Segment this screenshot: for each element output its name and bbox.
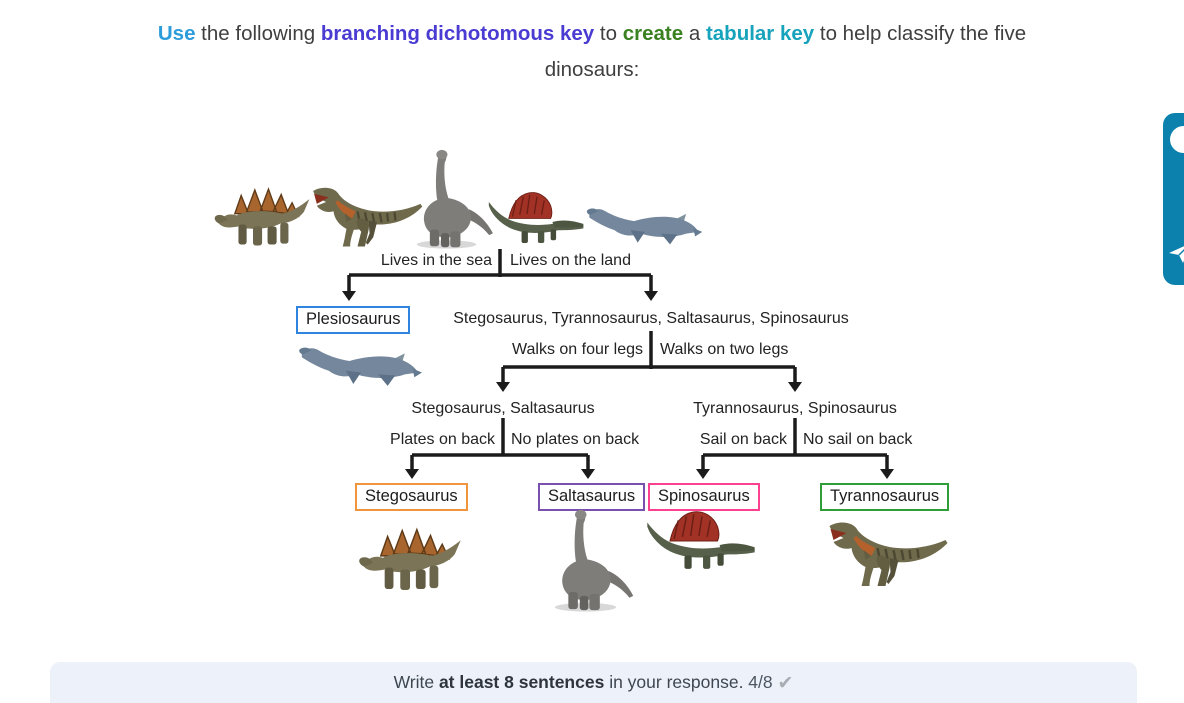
saltasaurus-image-top xyxy=(398,148,496,250)
label-sail-on-back: Sail on back xyxy=(699,431,787,448)
title-word-create: create xyxy=(622,22,684,45)
result-box-spinosaurus: Spinosaurus xyxy=(648,483,760,511)
result-box-stegosaurus: Stegosaurus xyxy=(355,483,468,511)
title-word-use: Use xyxy=(157,22,196,45)
saltasaurus-image-bottom xyxy=(525,508,647,613)
label-four-legs-group: Stegosaurus, Saltasaurus xyxy=(411,400,595,417)
sentence-requirement-bar: Write at least 8 sentences in your respo… xyxy=(50,662,1137,703)
tyrannosaurus-image-bottom xyxy=(812,512,957,592)
checkmark-icon: ✔ xyxy=(777,673,794,694)
title-line2: dinosaurs: xyxy=(544,58,640,81)
stegosaurus-image-bottom xyxy=(352,513,470,591)
label-plates-on-back: Plates on back xyxy=(390,431,495,448)
title-branching-key: branching dichotomous key xyxy=(320,22,595,45)
label-two-legs-group: Tyrannosaurus, Spinosaurus xyxy=(693,400,897,417)
label-land-group: Stegosaurus, Tyrannosaurus, Saltasaurus,… xyxy=(453,310,849,327)
result-box-tyrannosaurus: Tyrannosaurus xyxy=(820,483,950,511)
label-lives-in-sea: Lives in the sea xyxy=(380,252,492,269)
sentence-count: 4/8 xyxy=(748,672,773,692)
plesiosaurus-image-result xyxy=(298,334,422,390)
stegosaurus-image-top xyxy=(213,170,313,250)
title-text: to xyxy=(594,22,623,45)
requirement-prefix: Write xyxy=(393,672,439,692)
paper-plane-icon[interactable] xyxy=(1168,241,1184,265)
title-tabular-key: tabular key xyxy=(705,22,815,45)
result-box-saltasaurus: Saltasaurus xyxy=(538,483,646,511)
help-bubble-icon[interactable] xyxy=(1170,126,1184,153)
label-no-sail-on-back: No sail on back xyxy=(803,431,913,448)
label-no-plates-on-back: No plates on back xyxy=(511,431,640,448)
label-walks-two-legs: Walks on two legs xyxy=(660,341,789,358)
title-text: to help classify the five xyxy=(814,22,1027,45)
requirement-suffix: in your response. xyxy=(604,672,749,692)
result-box-plesiosaurus: Plesiosaurus xyxy=(296,306,411,334)
plesiosaurus-image-top xyxy=(583,196,705,248)
spinosaurus-image-top xyxy=(487,189,587,246)
title-text: a xyxy=(683,22,706,45)
label-walks-four-legs: Walks on four legs xyxy=(511,341,643,358)
side-toolbar[interactable] xyxy=(1163,113,1184,285)
requirement-bold: at least 8 sentences xyxy=(438,672,605,692)
label-lives-on-land: Lives on the land xyxy=(510,252,631,269)
spinosaurus-image-bottom xyxy=(643,508,761,572)
page-title: Use the following branching dichotomous … xyxy=(0,16,1184,88)
title-text: the following xyxy=(195,22,321,45)
